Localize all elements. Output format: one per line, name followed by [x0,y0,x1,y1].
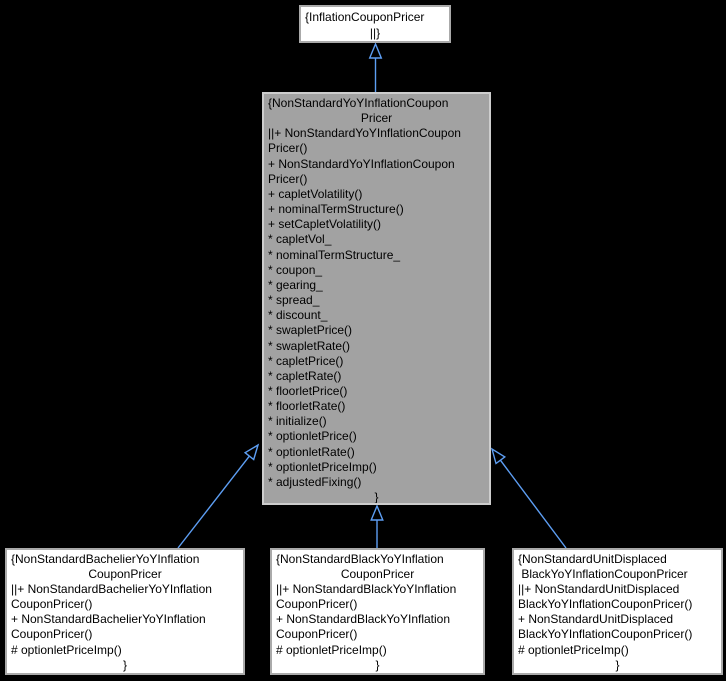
node-line: * discount_ [268,308,328,323]
edge-black-to-focus [370,504,384,548]
node-line: # optionletPriceImp() [11,642,122,657]
node-line: * floorletRate() [268,399,346,414]
node-line: * capletPrice() [268,353,344,368]
node-line: Pricer [360,111,393,126]
class-node-nonstandard-unit-displaced-black-yoy-inflation-coupon-pricer[interactable]: {NonStandardUnitDisplaced BlackYoYInflat… [512,548,723,675]
node-line: + capletVolatility() [268,186,363,201]
node-line: # optionletPriceImp() [518,642,629,657]
node-line: Pricer() [268,171,308,186]
node-line: {NonStandardYoYInflationCoupon [268,96,449,110]
node-line: + setCapletVolatility() [268,217,382,232]
node-line: + NonStandardYoYInflationCoupon [268,156,455,171]
class-node-inflation-coupon-pricer[interactable]: {InflationCouponPricer ||} [299,5,451,43]
node-line: + NonStandardUnitDisplaced [518,612,674,627]
node-line: {NonStandardBachelierYoYInflation [11,552,200,566]
node-line: * capletVol_ [268,232,332,247]
node-line: Pricer() [268,141,308,156]
node-line: } [374,490,379,505]
node-line: {NonStandardBlackYoYInflation [276,552,444,566]
node-line: ||+ NonStandardUnitDisplaced [518,582,680,597]
node-line: * optionletPriceImp() [268,459,377,474]
node-line: {InflationCouponPricer [305,10,425,24]
node-line: ||+ NonStandardBachelierYoYInflation [11,582,212,597]
node-line: * gearing_ [268,277,323,292]
edge-unitdisplaced-to-focus [490,447,567,549]
node-line: * nominalTermStructure_ [268,247,401,262]
node-line: * swapletRate() [268,338,351,353]
node-line: {NonStandardUnitDisplaced [518,552,667,566]
node-line: * swapletPrice() [268,323,353,338]
node-line: } [615,657,620,672]
node-line: CouponPricer [88,567,162,582]
node-line: CouponPricer() [276,597,358,612]
node-line: * initialize() [268,414,327,429]
node-line: * coupon_ [268,262,323,277]
node-line: + nominalTermStructure() [268,202,404,217]
node-line: CouponPricer() [11,597,93,612]
node-line: + NonStandardBachelierYoYInflation [11,612,206,627]
node-line: * spread_ [268,293,320,308]
node-line: * optionletPrice() [268,429,357,444]
node-line: BlackYoYInflationCouponPricer() [518,627,693,642]
node-line: * adjustedFixing() [268,474,362,489]
node-line: ||+ NonStandardYoYInflationCoupon [268,126,461,141]
node-line: # optionletPriceImp() [276,642,387,657]
node-line: } [122,657,127,672]
node-line: ||+ NonStandardBlackYoYInflation [276,582,457,597]
node-line: * capletRate() [268,368,342,383]
edge-bachelier-to-focus [177,443,260,549]
node-line: } [375,657,380,672]
node-line: CouponPricer [340,567,415,582]
edge-focus-to-base [368,42,383,92]
node-line: BlackYoYInflationCouponPricer [518,567,688,582]
node-line: CouponPricer() [11,627,93,642]
node-line: CouponPricer() [276,627,358,642]
node-line: * optionletRate() [268,444,355,459]
node-line: BlackYoYInflationCouponPricer() [518,597,693,612]
node-line: * floorletPrice() [268,383,348,398]
node-line: + NonStandardBlackYoYInflation [276,612,451,627]
node-line: ||} [369,26,381,40]
